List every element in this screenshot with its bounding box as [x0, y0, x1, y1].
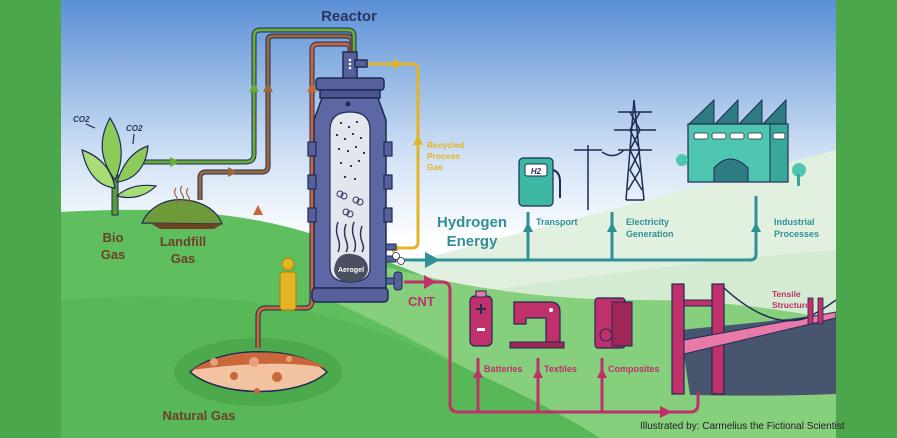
aerogel-label: Aerogel: [338, 267, 364, 274]
landfill-gas-pipe-fill: [198, 34, 354, 200]
batteries-label: Batteries: [484, 364, 523, 374]
person-scale-icon: [279, 257, 297, 311]
textiles-label: Textiles: [544, 364, 577, 374]
battery-icon: [469, 290, 493, 347]
gas-bubble: [286, 356, 292, 362]
arrow-up-icon: [607, 222, 617, 232]
gas-bubble: [210, 358, 218, 366]
bio-gas-pipe-fill: [140, 28, 356, 164]
arrow-up-icon: [413, 135, 423, 145]
illustrator-credit: Illustrated by: Carmelius the Fictional …: [640, 421, 845, 432]
cnt-title: CNT: [408, 294, 435, 309]
arrow-up-icon: [751, 222, 761, 232]
plant-icon: [81, 116, 158, 216]
gas-bubble: [272, 372, 282, 382]
reactor-vessel: [307, 51, 405, 303]
hydrogen-pump-icon: [518, 157, 561, 207]
sewing-machine-icon: [509, 301, 565, 349]
arrow-right-icon: [660, 406, 672, 418]
pump-h2-label: H2: [531, 167, 542, 176]
arrow-icon: [132, 133, 135, 145]
reactor-title: Reactor: [321, 8, 377, 25]
frame-border-left: [0, 0, 61, 438]
arrow-right-icon: [228, 167, 238, 177]
transport-label: Transport: [536, 217, 578, 227]
gas-bubble: [249, 357, 259, 367]
arrow-left-icon: [388, 59, 398, 69]
frame-border-right: [836, 0, 897, 438]
co2-label: CO2: [73, 115, 90, 124]
arrow-up-icon: [263, 82, 273, 92]
arrow-up-icon: [473, 368, 483, 378]
composite-fabric-icon: [594, 297, 633, 349]
arrow-right-icon: [170, 157, 180, 167]
landfill-mound-icon: [141, 185, 223, 229]
natural-gas-label: Natural Gas: [163, 408, 236, 423]
arrow-up-icon: [597, 368, 607, 378]
gas-bubble: [230, 372, 238, 380]
transmission-tower-icon: [614, 99, 656, 201]
arrow-icon: [85, 123, 96, 129]
co2-label: CO2: [126, 124, 143, 133]
gas-bubble: [254, 388, 260, 394]
hydrogen-pipe: [404, 196, 758, 262]
arrow-up-icon: [533, 368, 543, 378]
arrow-right-icon: [424, 275, 436, 289]
arrow-up-icon: [523, 222, 533, 232]
recycled-gas-pipe: [364, 62, 420, 250]
arrow-up-icon: [253, 205, 263, 215]
cnt-pipe: [404, 280, 700, 414]
arrow-right-icon: [425, 252, 440, 268]
process-diagram: Aerogel CO2 CO2: [61, 0, 836, 438]
arrow-up-icon: [307, 82, 317, 92]
arrow-up-icon: [249, 82, 259, 92]
factory-icon: [676, 98, 806, 186]
utility-pole-icon: [574, 145, 625, 210]
suspension-bridge-icon: [671, 283, 836, 395]
composites-label: Composites: [608, 364, 660, 374]
